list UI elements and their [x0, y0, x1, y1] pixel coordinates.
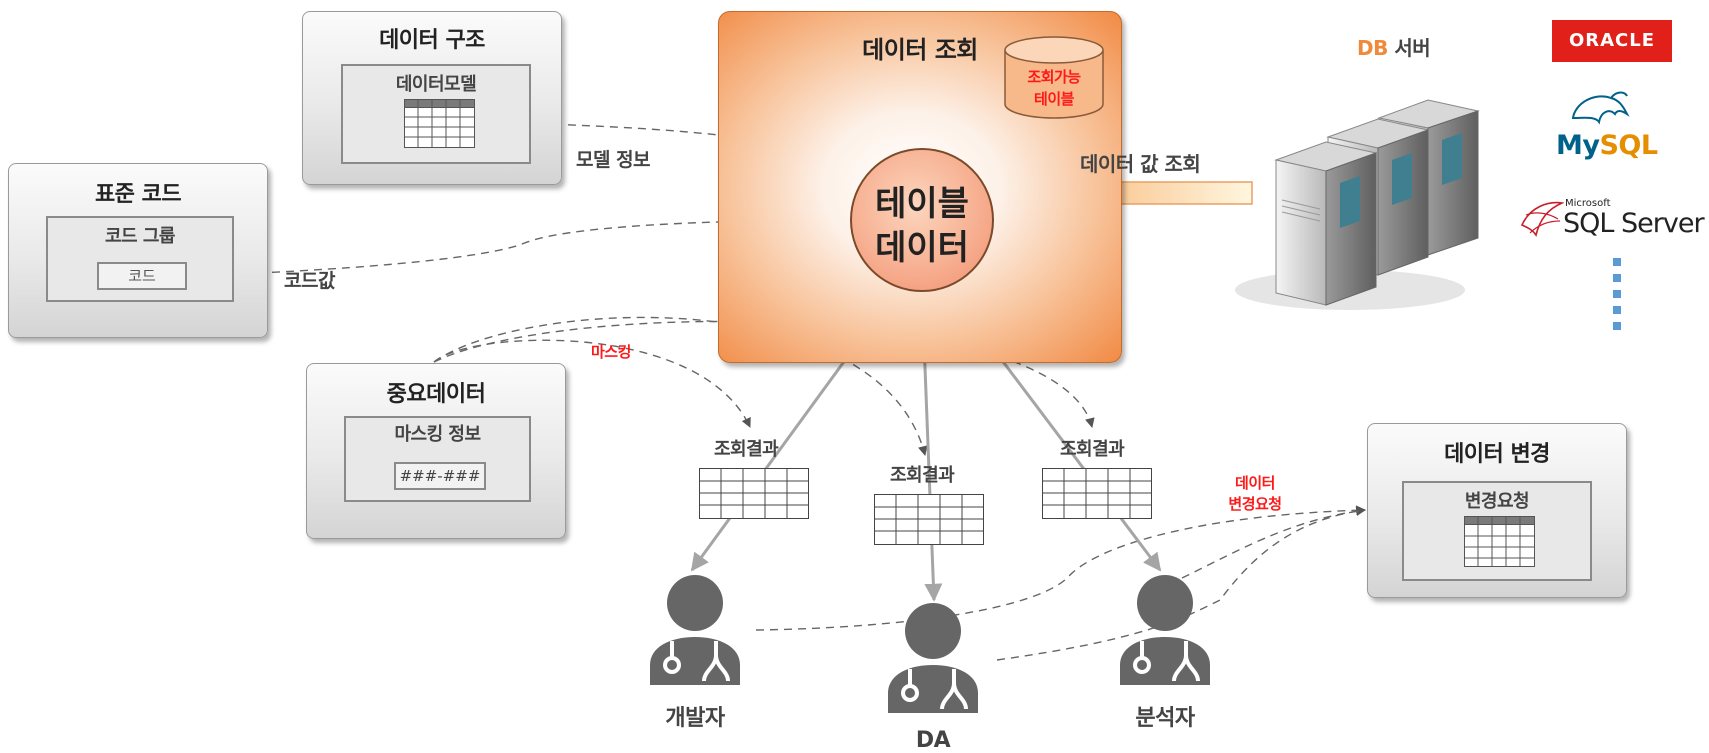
mask-pattern-box: ###-### [394, 462, 486, 490]
table-icon [874, 494, 984, 545]
change-request-connector-3 [1181, 509, 1366, 579]
center-label-1: 테이블 [875, 184, 969, 224]
server-icon [1235, 99, 1480, 310]
table-data-circle [850, 148, 994, 292]
user-analyst-label: 분석자 [1135, 706, 1195, 731]
data-structure-panel: 데이터 구조 데이터모델 [302, 11, 562, 185]
masking-label: 마스킹 [591, 343, 631, 361]
queryable-table-label-2: 테이블 [1034, 90, 1074, 108]
person-icon [1120, 575, 1210, 685]
database-cylinder-icon [1004, 36, 1104, 119]
change-request-box: 변경요청 [1402, 481, 1592, 581]
important-data-panel: 중요데이터 마스킹 정보 ###-### [306, 363, 566, 539]
data-lookup-label: 데이터 값 조회 [1080, 152, 1201, 176]
mysql-sql: SQL [1599, 130, 1658, 161]
table-icon [1464, 516, 1535, 567]
user-developer-label: 개발자 [665, 706, 725, 731]
person-icon [650, 575, 740, 685]
more-vendors-dots-icon [1613, 258, 1621, 330]
masking-connector-2 [433, 316, 928, 456]
change-request-connector-1 [755, 505, 1366, 631]
data-query-title: 데이터 조회 [862, 36, 978, 64]
oracle-logo-text: ORACLE [1568, 30, 1656, 51]
mysql-logo: MySQL [1556, 130, 1658, 161]
model-info-label: 모델 정보 [576, 149, 651, 171]
table-icon [699, 468, 809, 519]
masking-connector-1 [433, 339, 751, 428]
queryable-table-label-1: 조회가능 [1027, 68, 1081, 86]
db-server-label: DB 서버 [1357, 32, 1431, 61]
important-data-title: 중요데이터 [386, 382, 486, 407]
user-da-label: DA [915, 728, 951, 753]
stethoscope-icon [1133, 641, 1200, 682]
stethoscope-icon [901, 669, 968, 710]
standard-code-panel: 표준 코드 코드 그룹 코드 [8, 163, 268, 338]
person-icon [888, 603, 978, 713]
change-request-connector-2 [996, 506, 1366, 661]
db-server-text: 서버 [1387, 36, 1431, 60]
data-structure-title: 데이터 구조 [379, 28, 485, 53]
oracle-logo [1552, 20, 1672, 62]
center-label-2: 데이터 [875, 228, 969, 268]
data-change-title: 데이터 변경 [1444, 442, 1550, 467]
change-request-label-1: 데이터 [1235, 474, 1275, 492]
data-change-panel: 데이터 변경 변경요청 [1367, 423, 1627, 598]
stethoscope-icon [663, 641, 730, 682]
standard-code-title: 표준 코드 [94, 182, 182, 207]
data-model-box: 데이터모델 [341, 64, 531, 164]
masking-info-box: 마스킹 정보 ###-### [344, 416, 531, 502]
sql-server-logo: SQL Server [1563, 208, 1705, 239]
db-server-prefix: DB [1357, 36, 1388, 60]
code-value-label: 코드값 [284, 270, 335, 292]
code-group-box: 코드 그룹 코드 [46, 216, 234, 302]
code-box: 코드 [97, 262, 187, 290]
change-request-box-label: 변경요청 [1464, 491, 1530, 512]
table-icon [404, 99, 475, 148]
mysql-my: My [1556, 130, 1600, 161]
result-label-1: 조회결과 [714, 439, 779, 460]
result-label-3: 조회결과 [1060, 439, 1125, 460]
table-icon [1042, 468, 1152, 519]
microsoft-small-label: Microsoft [1565, 198, 1611, 209]
masking-info-label: 마스킹 정보 [394, 424, 481, 445]
mysql-dolphin-icon [1571, 91, 1630, 125]
code-group-label: 코드 그룹 [104, 226, 176, 247]
change-request-label-2: 변경요청 [1228, 495, 1282, 513]
sql-server-emblem-icon [1520, 201, 1564, 237]
result-label-2: 조회결과 [890, 465, 955, 486]
data-model-label: 데이터모델 [395, 74, 477, 95]
